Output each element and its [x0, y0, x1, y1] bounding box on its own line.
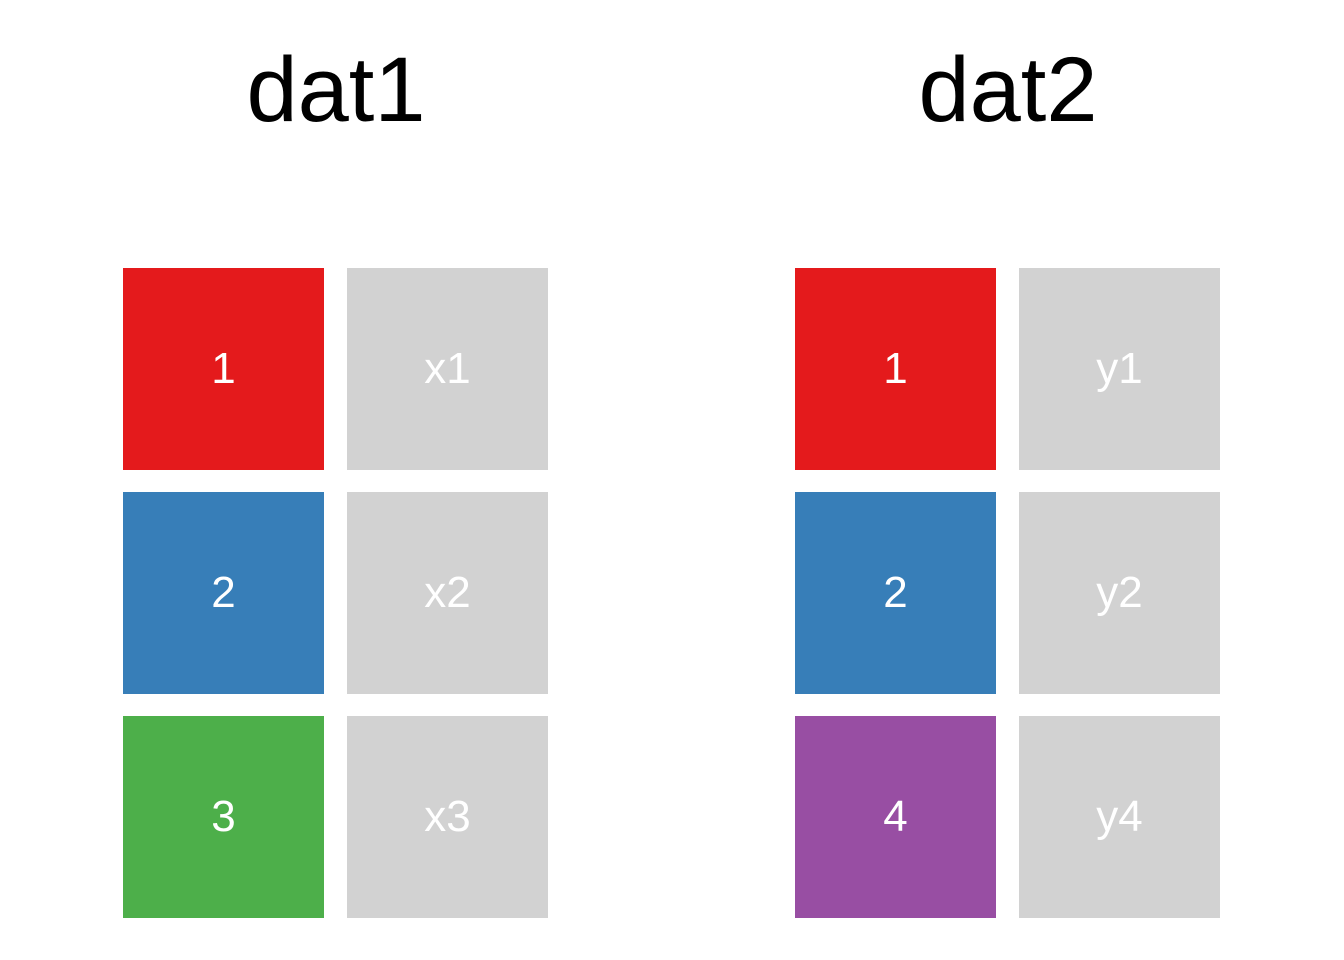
value-cell: x2 — [347, 492, 548, 694]
key-cell: 4 — [795, 716, 996, 918]
key-cell: 2 — [795, 492, 996, 694]
key-cell: 2 — [123, 492, 324, 694]
table-dat2: dat2 1 y1 2 y2 4 y4 — [672, 0, 1344, 960]
key-cell: 1 — [795, 268, 996, 470]
value-cell: x3 — [347, 716, 548, 918]
value-cell: y1 — [1019, 268, 1220, 470]
value-cell: y2 — [1019, 492, 1220, 694]
table-title: dat1 — [246, 39, 426, 141]
value-cell: x1 — [347, 268, 548, 470]
value-cell: y4 — [1019, 716, 1220, 918]
key-cell: 3 — [123, 716, 324, 918]
key-cell: 1 — [123, 268, 324, 470]
table-dat1: dat1 1 x1 2 x2 3 x3 — [123, 39, 548, 918]
table-title: dat2 — [918, 39, 1098, 141]
